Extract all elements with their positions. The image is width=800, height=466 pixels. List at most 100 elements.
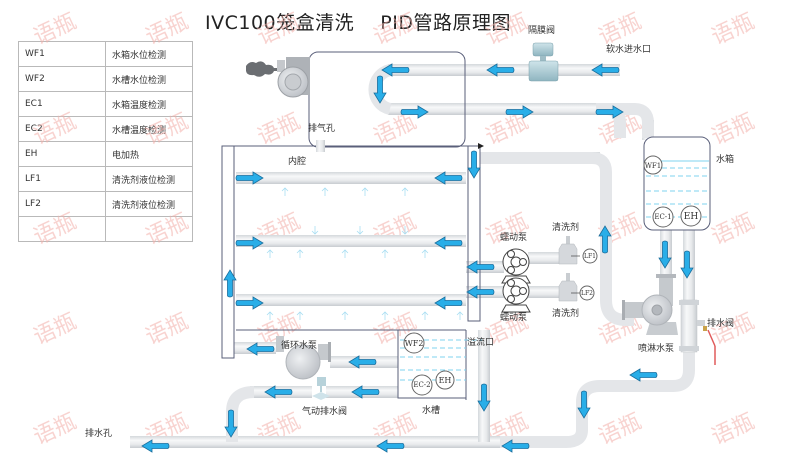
flow-arrow-left-icon	[348, 355, 377, 369]
watermark-text: 语瓶	[482, 9, 532, 50]
watermark-text: 语瓶	[708, 109, 758, 150]
spray-nozzle-icon	[281, 187, 289, 196]
flow-arrow-left-icon	[376, 439, 405, 453]
flow-arrow-left-icon	[434, 171, 463, 185]
drain-valve-icon	[679, 299, 716, 365]
watermark-text: 语瓶	[142, 209, 192, 250]
flow-arrow-up-icon	[598, 225, 612, 254]
spray-nozzles	[266, 187, 464, 320]
watermark-text: 语瓶	[30, 409, 80, 450]
flow-arrow-down-icon	[224, 409, 238, 438]
legend-code	[18, 216, 106, 242]
spray-nozzle-icon	[321, 187, 329, 196]
flow-arrow-right-icon	[595, 105, 624, 119]
sensor-ec2-label: EC-2	[413, 381, 430, 389]
watermark-text: 语瓶	[142, 109, 192, 150]
flow-arrows	[141, 63, 694, 453]
sensor-lf1-label: LF1	[584, 253, 596, 260]
sensor-eh-sink-label: EH	[439, 376, 452, 385]
sensor-eh-tank-label: EH	[684, 212, 699, 222]
spray-nozzle-icon	[341, 311, 349, 320]
spray-nozzle-icon	[421, 249, 429, 258]
flow-arrow-left-icon	[501, 439, 530, 453]
flow-arrow-left-icon	[486, 63, 515, 77]
flow-arrow-down-icon	[658, 240, 672, 269]
spray-pump-icon	[622, 274, 678, 335]
label-peristaltic-pump-bottom: 蠕动泵	[500, 312, 527, 323]
label-drain-hole: 排水孔	[85, 427, 112, 439]
legend-description: 水箱水位检测	[105, 41, 193, 67]
pipe-elbow	[500, 352, 695, 448]
watermark-text: 语瓶	[254, 9, 304, 50]
sensor-wf2: WF2	[403, 332, 425, 354]
flow-arrow-right-icon	[505, 105, 534, 119]
flow-arrow-up-icon	[223, 269, 237, 298]
watermark-text: 语瓶	[30, 9, 80, 50]
spray-nozzle-icon	[266, 249, 274, 258]
spray-nozzle-icon	[381, 311, 389, 320]
label-exhaust-hole: 排气孔	[308, 122, 335, 134]
legend-description: 水槽温度检测	[105, 116, 193, 142]
legend-row	[18, 216, 193, 242]
sensor-ec1-label: EC-1	[654, 213, 671, 221]
watermark-text: 语瓶	[30, 209, 80, 250]
watermark-text: 语瓶	[708, 309, 758, 350]
watermark-text: 语瓶	[30, 109, 80, 150]
spray-nozzle-icon	[311, 226, 319, 235]
pipe-segment	[388, 103, 620, 115]
watermark-text: 语瓶	[142, 9, 192, 50]
watermark-text: 语瓶	[370, 109, 420, 150]
sensor-lf2: LF2	[579, 285, 595, 301]
label-peristaltic-pump-top: 蠕动泵	[500, 232, 527, 243]
label-soft-water-inlet: 软水进水口	[606, 43, 651, 55]
flow-arrow-left-icon	[629, 368, 658, 382]
flow-arrow-left-icon	[381, 63, 410, 77]
flow-arrow-down-icon	[577, 390, 591, 419]
spray-nozzle-icon	[296, 311, 304, 320]
flow-arrow-right-icon	[235, 296, 264, 310]
spray-nozzle-icon	[456, 311, 464, 320]
pipe-elbow	[368, 64, 392, 115]
watermark-text: 语瓶	[595, 409, 645, 450]
watermark-text: 语瓶	[708, 9, 758, 50]
pipe-segment	[236, 235, 466, 247]
flow-arrow-left-icon	[466, 285, 495, 299]
flow-arrow-down-icon	[373, 75, 387, 104]
inner-chamber-frame	[221, 143, 484, 400]
flow-arrow-down-icon	[467, 150, 481, 179]
watermark-text: 语瓶	[254, 109, 304, 150]
label-circulation-pump: 循环水泵	[281, 339, 317, 351]
watermark-text: 语瓶	[482, 209, 532, 250]
label-water-tank: 水箱	[716, 153, 734, 165]
spray-nozzle-icon	[266, 311, 274, 320]
flow-arrow-left-icon	[351, 385, 380, 399]
sensor-eh-tank: EH	[680, 205, 702, 227]
sensor-wf1: WF1	[643, 155, 663, 175]
flow-arrow-left-icon	[591, 63, 620, 77]
circulation-pump-icon	[276, 336, 331, 380]
label-pneumatic-drain-valve: 气动排水阀	[302, 405, 347, 417]
pipe-segment	[130, 436, 500, 448]
label-sink: 水槽	[422, 404, 440, 416]
flow-arrow-left-icon	[466, 260, 495, 274]
flow-arrow-down-icon	[680, 250, 694, 279]
label-detergent-bottom: 清洗剂	[552, 307, 579, 319]
spray-nozzle-icon	[381, 249, 389, 258]
flow-arrow-down-icon	[477, 383, 491, 412]
flow-arrow-right-icon	[235, 236, 264, 250]
sensor-ec1: EC-1	[652, 206, 674, 228]
exhaust-fan-icon	[246, 57, 310, 98]
label-spray-pump: 喷淋水泵	[638, 342, 674, 354]
label-overflow: 溢流口	[467, 336, 494, 348]
flow-arrow-left-icon	[141, 439, 170, 453]
pipe-segment	[528, 252, 562, 264]
diagram-title: IVC100笼盒清洗 PID管路原理图	[205, 12, 511, 34]
legend-description	[105, 216, 193, 242]
sensor-lf2-label: LF2	[581, 290, 593, 297]
